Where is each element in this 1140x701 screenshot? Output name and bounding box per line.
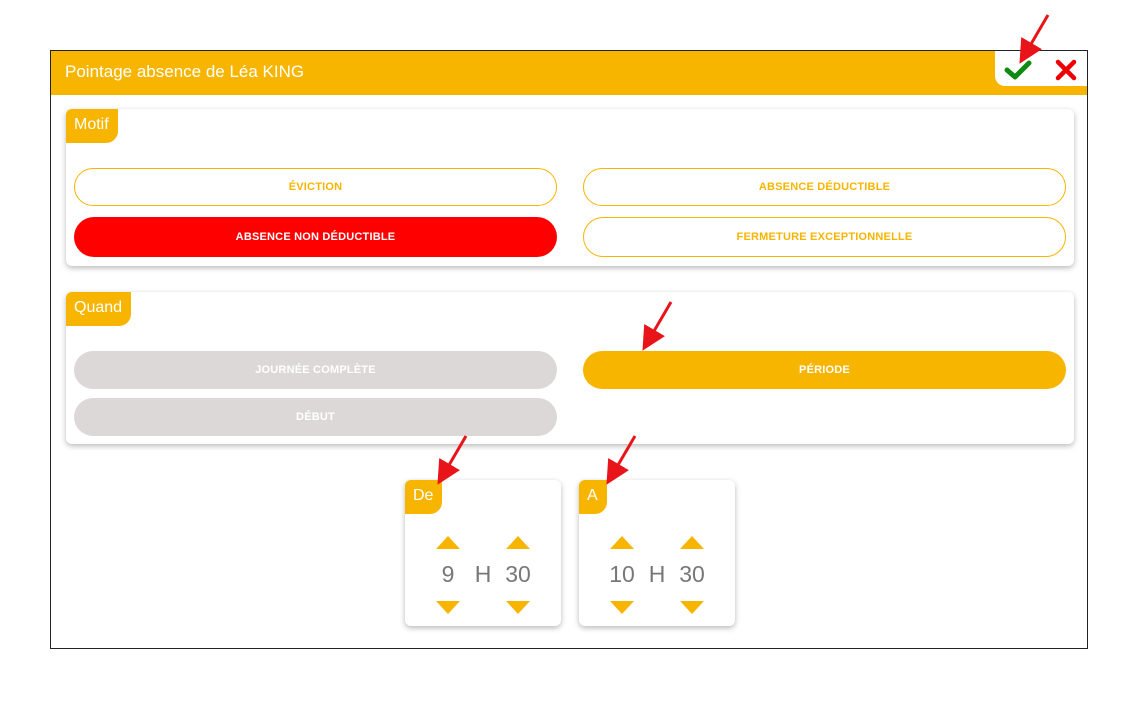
quand-option-journee-complete[interactable]: JOURNÉE COMPLÈTE [74,351,557,389]
dialog-titlebar: Pointage absence de Léa KING [51,51,1087,95]
motif-option-absence-deductible[interactable]: ABSENCE DÉDUCTIBLE [583,168,1066,206]
motif-option-eviction[interactable]: ÉVICTION [74,168,557,206]
time-to-separator: H [648,561,666,587]
minute-up-arrow-icon[interactable] [506,535,530,549]
time-from-minute: 30 [505,561,531,587]
time-from-hour: 9 [441,561,455,587]
time-from-label: De [405,480,443,514]
close-button[interactable] [1051,57,1081,83]
dialog-title: Pointage absence de Léa KING [65,62,305,81]
motif-option-absence-non-deductible[interactable]: ABSENCE NON DÉDUCTIBLE [74,217,557,257]
close-icon [1055,59,1077,81]
hour-up-arrow-icon[interactable] [436,535,460,549]
minute-down-arrow-icon[interactable] [506,601,530,615]
dialog-actions [995,51,1087,86]
hour-down-arrow-icon[interactable] [436,601,460,615]
confirm-button[interactable] [1003,57,1033,83]
time-to-minute: 30 [679,561,705,587]
time-from-separator: H [474,561,492,587]
minute-up-arrow-icon[interactable] [680,535,704,549]
time-to-picker: A 10 H 30 [579,480,735,626]
checkmark-icon [1004,60,1032,80]
quand-option-debut[interactable]: DÉBUT [74,398,557,436]
motif-label: Motif [66,109,118,143]
minute-down-arrow-icon[interactable] [680,601,704,615]
quand-label: Quand [66,292,132,326]
motif-option-fermeture-exceptionnelle[interactable]: FERMETURE EXCEPTIONNELLE [583,217,1066,257]
absence-dialog: Pointage absence de Léa KING Motif ÉVICT… [50,50,1088,649]
hour-down-arrow-icon[interactable] [610,601,634,615]
time-to-hour: 10 [609,561,635,587]
quand-option-periode[interactable]: PÉRIODE [583,351,1066,389]
motif-section: Motif ÉVICTION ABSENCE DÉDUCTIBLE ABSENC… [66,109,1074,266]
time-from-picker: De 9 H 30 [405,480,561,626]
hour-up-arrow-icon[interactable] [610,535,634,549]
time-to-label: A [579,480,607,514]
quand-section: Quand JOURNÉE COMPLÈTE PÉRIODE DÉBUT [66,292,1074,444]
